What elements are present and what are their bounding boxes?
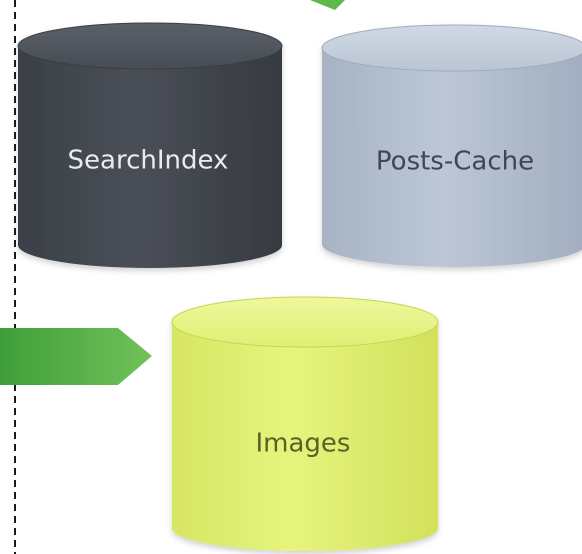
database-posts-cache: Posts-Cache [321, 24, 582, 267]
database-images: Images [171, 296, 439, 551]
database-searchindex: SearchIndex [17, 22, 283, 268]
database-label-searchindex: SearchIndex [68, 146, 229, 176]
images-arrow [0, 328, 152, 385]
top-arrow-tip [310, 0, 345, 10]
database-label-posts-cache: Posts-Cache [376, 147, 534, 177]
database-label-images: Images [256, 429, 351, 459]
